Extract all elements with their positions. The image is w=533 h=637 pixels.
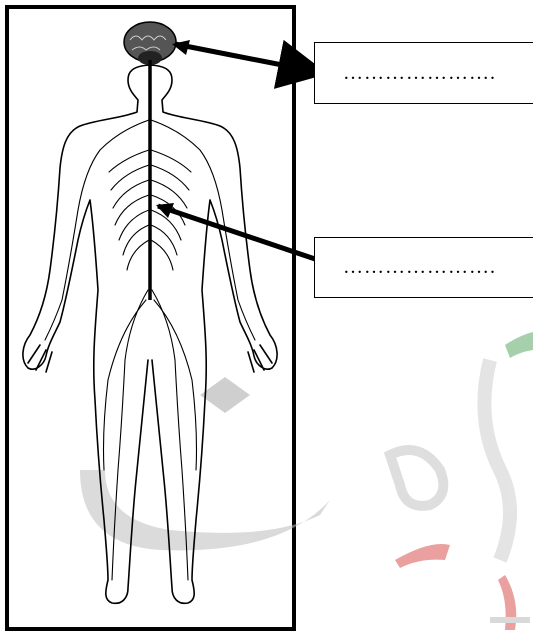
label-box-spinal-cord[interactable]: ………………….: [314, 237, 533, 298]
brain: [124, 22, 176, 65]
arrow-to-brain: [175, 44, 318, 72]
label-box-brain[interactable]: ………………….: [314, 42, 533, 104]
label-brain-text: ………………….: [343, 62, 496, 85]
watermark-logo: [80, 332, 533, 630]
arrow-to-spinal-cord: [158, 206, 318, 260]
label-spinal-cord-text: ………………….: [343, 256, 496, 279]
